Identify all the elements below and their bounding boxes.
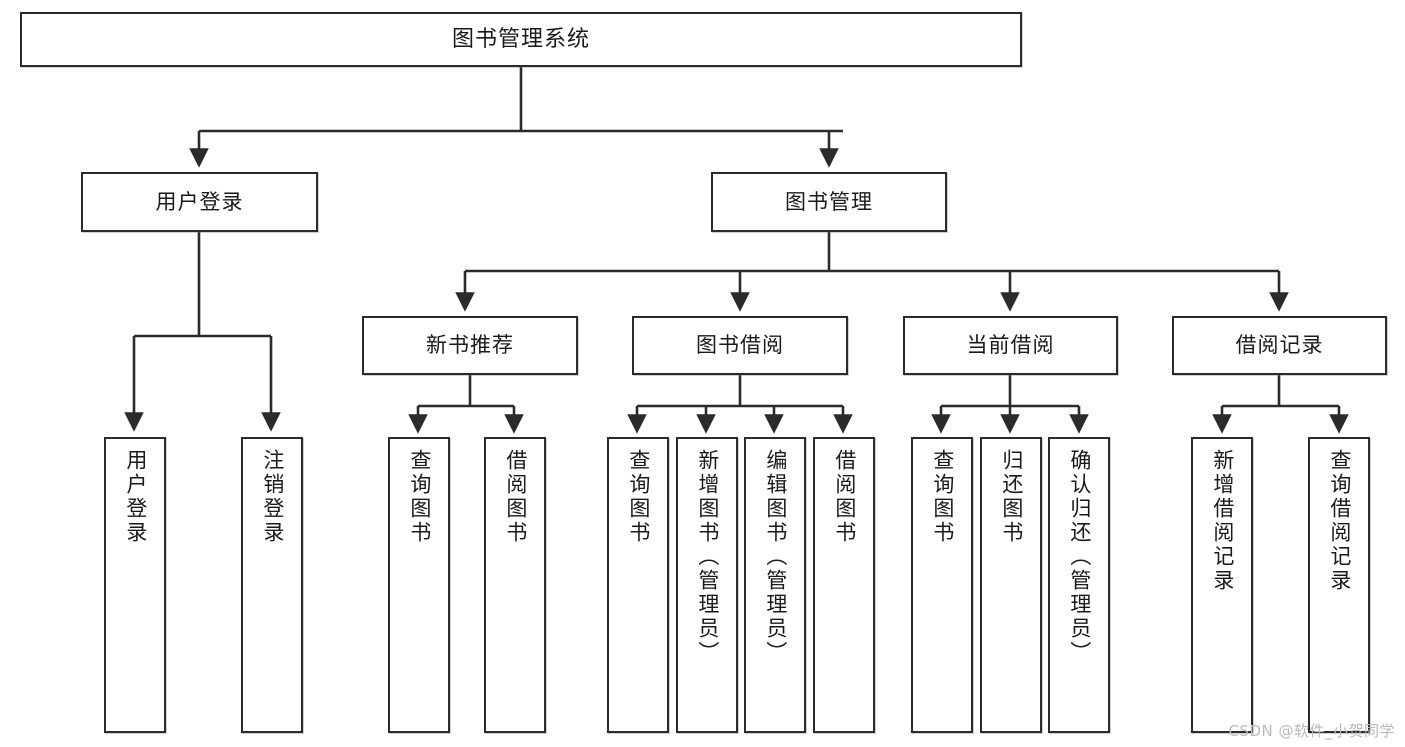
node-leaf-add-record[interactable]: 新增借阅记录 xyxy=(1191,437,1253,733)
node-root[interactable]: 图书管理系统 xyxy=(20,12,1022,67)
node-leaf-user-login-label: 用户登录 xyxy=(123,449,148,545)
node-leaf-edit-book-label: 编辑图书（管理员） xyxy=(763,449,788,665)
node-book-manage-label: 图书管理 xyxy=(785,189,873,214)
node-leaf-query-book-3[interactable]: 查询图书 xyxy=(911,437,973,733)
node-leaf-borrow-book-1[interactable]: 借阅图书 xyxy=(484,437,546,733)
node-leaf-return-book-label: 归还图书 xyxy=(999,449,1024,545)
node-leaf-query-book-2-label: 查询图书 xyxy=(626,449,651,545)
node-leaf-confirm-return[interactable]: 确认归还（管理员） xyxy=(1048,437,1110,733)
node-leaf-edit-book[interactable]: 编辑图书（管理员） xyxy=(744,437,806,733)
node-user-login[interactable]: 用户登录 xyxy=(81,172,318,232)
node-leaf-borrow-book-1-label: 借阅图书 xyxy=(503,449,528,545)
node-current-borrow-label: 当前借阅 xyxy=(966,333,1055,358)
node-book-manage[interactable]: 图书管理 xyxy=(711,172,947,232)
node-book-borrow[interactable]: 图书借阅 xyxy=(632,316,848,375)
node-leaf-user-login[interactable]: 用户登录 xyxy=(104,437,166,733)
node-leaf-query-record-label: 查询借阅记录 xyxy=(1327,449,1352,593)
node-leaf-logout-label: 注销登录 xyxy=(260,449,285,545)
node-current-borrow[interactable]: 当前借阅 xyxy=(903,316,1118,375)
node-root-label: 图书管理系统 xyxy=(451,26,590,52)
node-user-login-label: 用户登录 xyxy=(155,189,244,214)
node-leaf-add-book-label: 新增图书（管理员） xyxy=(695,449,720,665)
node-borrow-record-label: 借阅记录 xyxy=(1235,333,1324,358)
node-leaf-add-record-label: 新增借阅记录 xyxy=(1210,449,1235,593)
node-leaf-add-book[interactable]: 新增图书（管理员） xyxy=(676,437,738,733)
node-leaf-confirm-return-label: 确认归还（管理员） xyxy=(1067,449,1092,665)
node-leaf-return-book[interactable]: 归还图书 xyxy=(980,437,1042,733)
node-new-book-rec-label: 新书推荐 xyxy=(426,333,514,358)
node-leaf-borrow-book-2-label: 借阅图书 xyxy=(832,449,857,545)
node-leaf-query-book-1[interactable]: 查询图书 xyxy=(388,437,450,733)
node-leaf-logout[interactable]: 注销登录 xyxy=(241,437,303,733)
node-book-borrow-label: 图书借阅 xyxy=(696,333,784,358)
node-borrow-record[interactable]: 借阅记录 xyxy=(1172,316,1387,375)
node-leaf-query-book-3-label: 查询图书 xyxy=(930,449,955,545)
node-leaf-borrow-book-2[interactable]: 借阅图书 xyxy=(813,437,875,733)
node-new-book-rec[interactable]: 新书推荐 xyxy=(362,316,578,375)
node-leaf-query-book-2[interactable]: 查询图书 xyxy=(607,437,669,733)
watermark-text: CSDN @软件_小贺同学 xyxy=(1228,722,1395,740)
node-leaf-query-record[interactable]: 查询借阅记录 xyxy=(1308,437,1370,733)
node-leaf-query-book-1-label: 查询图书 xyxy=(407,449,432,545)
